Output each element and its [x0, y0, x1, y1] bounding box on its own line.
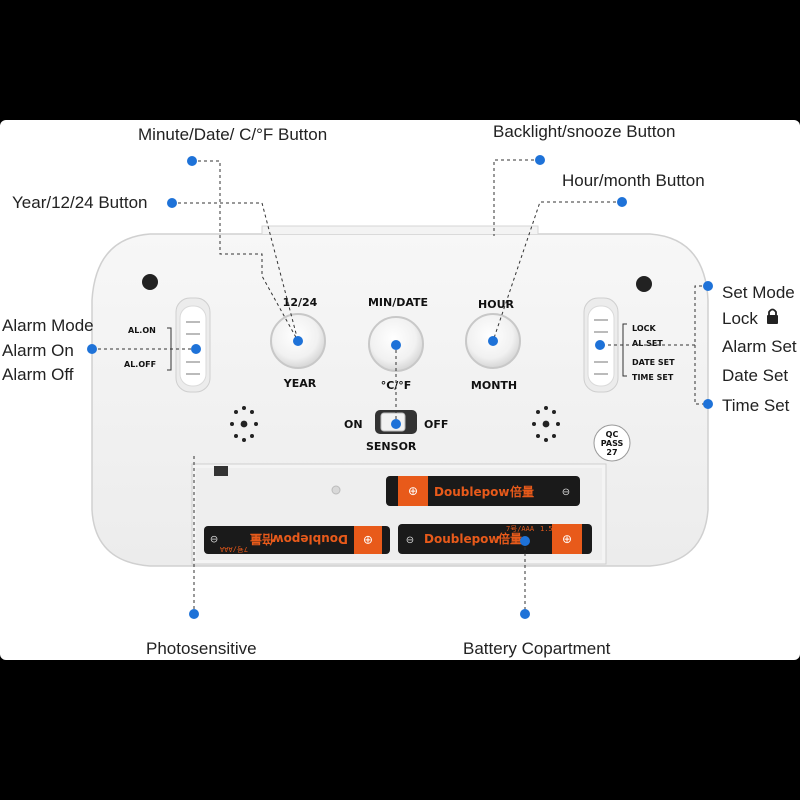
btn-year-label: YEAR: [283, 377, 317, 390]
leader-lines: [92, 159, 708, 614]
speaker-grille-right: [532, 406, 560, 442]
battery-compartment: ⊕ ⊖ Doublepow 倍量 ⊕ ⊖ Doublepow 倍量 7号/AAA…: [191, 463, 607, 565]
callout-alarm-mode: Alarm Mode: [2, 316, 94, 335]
svg-text:Doublepow: Doublepow: [424, 532, 500, 546]
callout-alarm-on: Alarm On: [2, 341, 74, 360]
callout-battery-compartment: Battery Copartment: [463, 639, 611, 658]
speaker-grille-left: [230, 406, 258, 442]
callout-dots: [87, 155, 713, 619]
btn-month-label: MONTH: [471, 379, 517, 392]
svg-text:倍量: 倍量: [250, 532, 274, 547]
callout-year-12-24: Year/12/24 Button: [12, 193, 148, 212]
svg-text:7号/AAA: 7号/AAA: [219, 545, 248, 553]
sensor-on-label: ON: [344, 418, 363, 431]
screw-hole-left: [142, 274, 158, 290]
callout-time-set: Time Set: [722, 396, 790, 415]
svg-text:⊕: ⊕: [408, 484, 418, 498]
clock-diagram: AL.ON AL.OFF LOCK AL SET DATE SET TIME S…: [2, 122, 797, 658]
callout-date-set: Date Set: [722, 366, 788, 385]
callout-set-mode: Set Mode: [722, 283, 795, 302]
svg-text:1.5V: 1.5V: [540, 525, 558, 533]
battery-top: ⊕ ⊖ Doublepow 倍量: [386, 476, 580, 506]
lock-label: LOCK: [632, 324, 656, 333]
al-on-label: AL.ON: [128, 326, 156, 335]
btn-cf-label: °C/°F: [381, 379, 412, 392]
al-set-label: AL SET: [632, 339, 663, 348]
callout-alarm-set: Alarm Set: [722, 337, 797, 356]
diagram-panel: AL.ON AL.OFF LOCK AL SET DATE SET TIME S…: [0, 120, 800, 660]
date-set-label: DATE SET: [632, 358, 675, 367]
svg-text:⊕: ⊕: [562, 532, 572, 546]
padlock-icon: [767, 308, 778, 324]
callout-photosensitive: Photosensitive: [146, 639, 257, 658]
al-off-label: AL.OFF: [124, 360, 156, 369]
svg-text:⊕: ⊕: [363, 533, 373, 547]
svg-text:27: 27: [606, 448, 617, 457]
svg-text:倍量: 倍量: [498, 531, 522, 546]
callout-minute-date-cf: Minute/Date/ C/°F Button: [138, 125, 327, 144]
screw-hole-right: [636, 276, 652, 292]
svg-text:Doublepow: Doublepow: [434, 485, 510, 499]
btn-min-date-label: MIN/DATE: [368, 296, 428, 309]
callout-lock: Lock: [722, 309, 758, 328]
battery-bottom-right: ⊕ ⊖ Doublepow 倍量 7号/AAA 1.5V: [398, 524, 592, 554]
battery-bottom-left: ⊕ ⊖ Doublepow 倍量 7号/AAA: [204, 526, 390, 554]
qc-pass-sticker: QC PASS 27: [593, 424, 631, 462]
sensor-label: SENSOR: [366, 440, 417, 453]
time-set-label: TIME SET: [632, 373, 674, 382]
btn-12-24-label: 12/24: [283, 296, 318, 309]
callout-alarm-off: Alarm Off: [2, 365, 74, 384]
svg-text:PASS: PASS: [601, 439, 624, 448]
callout-hour-month: Hour/month Button: [562, 171, 705, 190]
svg-text:倍量: 倍量: [510, 484, 534, 499]
btn-hour-label: HOUR: [478, 298, 514, 311]
mode-bracket: [622, 323, 627, 377]
svg-text:QC: QC: [606, 430, 619, 439]
svg-text:⊖: ⊖: [562, 487, 570, 498]
sensor-off-label: OFF: [424, 418, 448, 431]
callout-backlight-snooze: Backlight/snooze Button: [493, 122, 675, 141]
svg-text:Doublepow: Doublepow: [272, 532, 348, 546]
svg-text:⊖: ⊖: [210, 533, 218, 544]
svg-text:7号/AAA: 7号/AAA: [506, 525, 535, 533]
svg-text:⊖: ⊖: [406, 535, 414, 546]
